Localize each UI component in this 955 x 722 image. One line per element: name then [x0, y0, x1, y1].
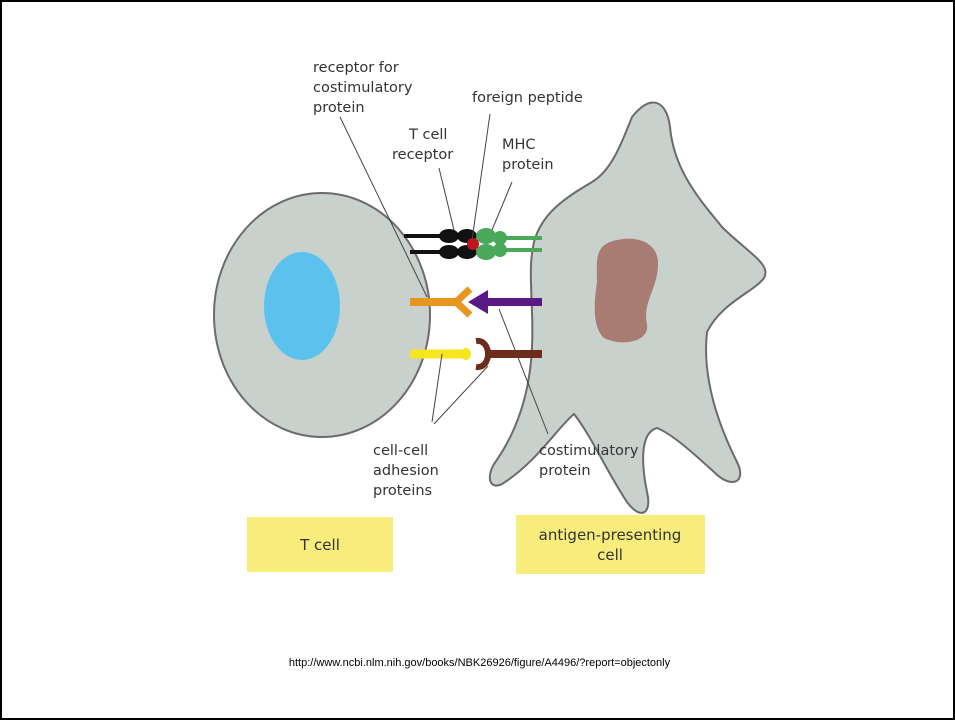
adhesion-t-head [461, 348, 471, 360]
label-receptor-line3: protein [313, 100, 365, 116]
mhc-domain-3 [493, 231, 507, 245]
label-tcr-line1: T cell [408, 127, 447, 143]
label-costim-line1: costimulatory [539, 443, 639, 459]
foreign-peptide-molecule [467, 238, 479, 250]
leader-adhesion-right [434, 366, 488, 424]
mhc-domain-4 [493, 243, 507, 257]
mhc-domain-2 [476, 244, 496, 260]
leader-mhc [492, 182, 512, 230]
apc-caption-line1: antigen-presenting [539, 526, 682, 544]
label-adhesion-line1: cell-cell [373, 443, 428, 459]
mhc-domain-1 [476, 228, 496, 244]
apc-caption-box [516, 515, 705, 574]
label-costim-line2: protein [539, 463, 591, 479]
t-cell-nucleus [264, 252, 340, 360]
caption-boxes: T cell antigen-presenting cell [247, 515, 705, 574]
label-mhc-line2: protein [502, 157, 554, 173]
adhesion-pair [410, 341, 542, 367]
apc-caption-line2: cell [597, 546, 623, 564]
tcr-domain-1 [439, 229, 459, 243]
label-receptor-line2: costimulatory [313, 80, 413, 96]
leader-adhesion-left [432, 354, 442, 422]
adhesion-apc-cup [476, 341, 488, 367]
label-foreign-peptide: foreign peptide [472, 90, 583, 106]
t-cell-caption: T cell [299, 536, 340, 554]
label-receptor-line1: receptor for [313, 60, 399, 76]
costim-protein-head [468, 290, 488, 314]
label-adhesion-line2: adhesion [373, 463, 439, 479]
label-adhesion-line3: proteins [373, 483, 432, 499]
source-url: http://www.ncbi.nlm.nih.gov/books/NBK269… [2, 657, 955, 669]
costim-receptor-fork [456, 289, 470, 315]
tcr-domain-2 [439, 245, 459, 259]
leader-foreign-peptide [472, 114, 490, 240]
label-mhc-line1: MHC [502, 137, 536, 153]
label-tcr-line2: receptor [392, 147, 453, 163]
leader-tcr [439, 168, 454, 230]
